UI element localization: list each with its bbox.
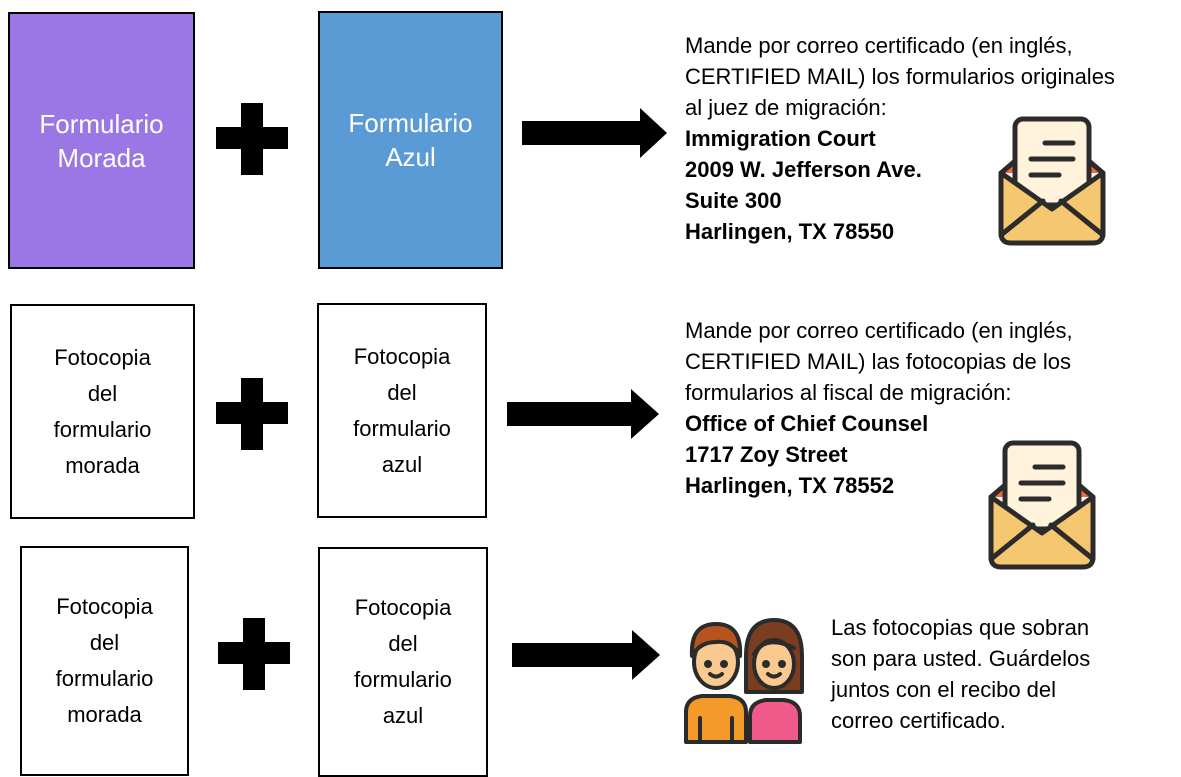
right-arrow-icon xyxy=(507,389,659,439)
plus-icon xyxy=(216,378,288,450)
instruction-line: formularios al fiscal de migración: xyxy=(685,380,1012,405)
blue-form-copy-box: Fotocopia del formulario azul xyxy=(318,547,488,777)
envelope-letter-icon xyxy=(998,116,1106,246)
blue-form-box: Formulario Azul xyxy=(318,11,503,269)
address-line: Harlingen, TX 78550 xyxy=(685,219,895,244)
purple-form-copy-label: Fotocopia del formulario morada xyxy=(53,344,152,478)
instruction-line: al juez de migración: xyxy=(685,95,887,120)
instruction-line: Mande por correo certificado (en inglés, xyxy=(685,33,1073,58)
right-arrow-icon xyxy=(512,630,660,680)
address-line: Harlingen, TX 78552 xyxy=(685,473,895,498)
couple-people-icon xyxy=(684,618,804,744)
instruction-line: son para usted. Guárdelos xyxy=(831,646,1091,671)
instructions-keep-copies: Las fotocopias que sobran son para usted… xyxy=(831,612,1090,736)
address-line: Suite 300 xyxy=(685,188,782,213)
instruction-line: Mande por correo certificado (en inglés, xyxy=(685,318,1073,343)
address-line: 1717 Zoy Street xyxy=(685,442,848,467)
instruction-line: Las fotocopias que sobran xyxy=(831,615,1090,640)
instruction-line: CERTIFIED MAIL) los formularios original… xyxy=(685,64,1115,89)
address-line: Office of Chief Counsel xyxy=(685,411,929,436)
purple-form-box: Formulario Morada xyxy=(8,12,195,269)
blue-form-label: Formulario Azul xyxy=(348,108,473,172)
envelope-letter-icon xyxy=(988,440,1096,570)
plus-icon xyxy=(218,618,290,690)
instruction-line: juntos con el recibo del xyxy=(831,677,1057,702)
purple-form-label: Formulario Morada xyxy=(39,108,164,173)
address-line: Immigration Court xyxy=(685,126,876,151)
address-line: 2009 W. Jefferson Ave. xyxy=(685,157,922,182)
blue-form-copy-box: Fotocopia del formulario azul xyxy=(317,303,487,518)
blue-form-copy-label: Fotocopia del formulario azul xyxy=(354,595,452,728)
right-arrow-icon xyxy=(522,108,667,158)
instructions-court: Mande por correo certificado (en inglés,… xyxy=(685,30,1115,247)
instruction-line: CERTIFIED MAIL) las fotocopias de los xyxy=(685,349,1071,374)
purple-form-copy-box: Fotocopia del formulario morada xyxy=(10,304,195,519)
instructions-counsel: Mande por correo certificado (en inglés,… xyxy=(685,315,1073,501)
purple-form-copy-label: Fotocopia del formulario morada xyxy=(55,594,154,727)
blue-form-copy-label: Fotocopia del formulario azul xyxy=(353,343,451,477)
plus-icon xyxy=(216,103,288,175)
purple-form-copy-box: Fotocopia del formulario morada xyxy=(20,546,189,776)
instruction-line: correo certificado. xyxy=(831,708,1006,733)
